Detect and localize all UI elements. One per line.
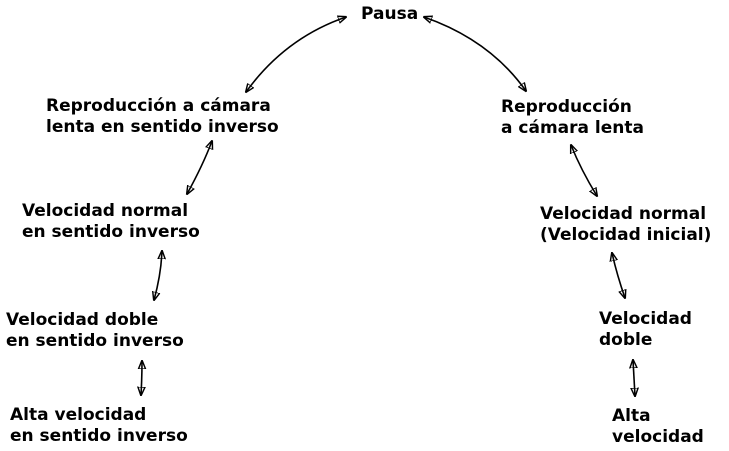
node-fast-forward-line-2: velocidad <box>612 427 704 447</box>
node-double-forward-line-1: Velocidad <box>599 309 692 329</box>
arrow-right-1 <box>571 145 597 196</box>
node-slow-forward-line-1: Reproducción <box>501 97 632 117</box>
node-pause-line-1: Pausa <box>361 4 419 24</box>
node-double-forward-line-2: doble <box>599 330 653 350</box>
node-fast-forward-line-1: Alta <box>612 406 651 426</box>
node-slow-reverse: Reproducción a cámara lenta en sentido i… <box>46 96 279 138</box>
arrow-left-1 <box>187 141 212 194</box>
node-normal-forward: Velocidad normal (Velocidad inicial) <box>540 204 711 246</box>
node-double-reverse-line-2: en sentido inverso <box>6 331 184 351</box>
node-double-forward: Velocidad doble <box>599 309 692 351</box>
node-double-reverse-line-1: Velocidad doble <box>6 310 159 330</box>
node-fast-forward: Alta velocidad <box>612 406 704 448</box>
arrow-right-2 <box>612 253 625 298</box>
arrow-left-2 <box>154 251 162 300</box>
arrow-pause-right <box>424 17 526 91</box>
node-normal-reverse-line-1: Velocidad normal <box>22 201 189 221</box>
arrow-right-3 <box>633 360 635 396</box>
node-normal-forward-line-2: (Velocidad inicial) <box>540 225 712 245</box>
arrow-left-3 <box>141 361 142 395</box>
node-fast-reverse-line-2: en sentido inverso <box>10 426 188 446</box>
node-normal-forward-line-1: Velocidad normal <box>540 204 707 224</box>
node-fast-reverse-line-1: Alta velocidad <box>10 405 147 425</box>
node-slow-forward: Reproducción a cámara lenta <box>501 97 644 139</box>
arrow-pause-left <box>246 17 346 92</box>
node-slow-forward-line-2: a cámara lenta <box>501 118 644 138</box>
node-slow-reverse-line-1: Reproducción a cámara <box>46 96 271 116</box>
node-double-reverse: Velocidad doble en sentido inverso <box>6 310 184 352</box>
node-fast-reverse: Alta velocidad en sentido inverso <box>10 405 188 447</box>
node-pause: Pausa <box>361 4 418 25</box>
node-slow-reverse-line-2: lenta en sentido inverso <box>46 117 279 137</box>
node-normal-reverse: Velocidad normal en sentido inverso <box>22 201 200 243</box>
node-normal-reverse-line-2: en sentido inverso <box>22 222 200 242</box>
